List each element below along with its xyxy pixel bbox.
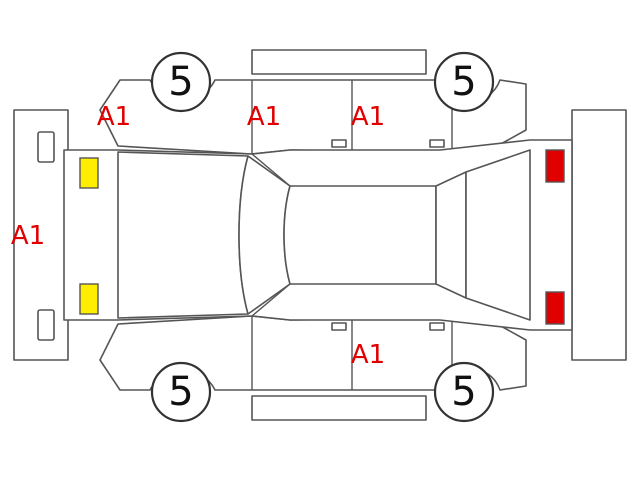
mark-right-rear-door: A1 [351, 340, 385, 370]
wheel-rear-left[interactable]: 5 [433, 51, 495, 113]
trunk-lid[interactable] [465, 149, 531, 321]
wheel-rear-left-score: 5 [451, 59, 476, 105]
wheel-front-right-score: 5 [168, 369, 193, 415]
left-rear-door-handle [429, 139, 445, 148]
mark-left-rear-door: A1 [351, 102, 385, 132]
front-headlight-left [79, 157, 99, 189]
wheel-front-left-score: 5 [168, 59, 193, 105]
wheel-front-left[interactable]: 5 [150, 51, 212, 113]
rear-bumper[interactable] [571, 109, 627, 361]
roof-rail-top[interactable] [251, 49, 427, 75]
right-rear-door-handle [429, 322, 445, 331]
roof-rail-bottom[interactable] [251, 395, 427, 421]
wheel-front-right[interactable]: 5 [150, 361, 212, 423]
mark-left-front-door: A1 [247, 102, 281, 132]
front-headlight-right [79, 283, 99, 315]
rear-taillight-right [545, 291, 565, 325]
front-bumper-fog-upper [37, 131, 55, 163]
wheel-rear-right-score: 5 [451, 369, 476, 415]
windshield-edge-top [251, 153, 291, 187]
left-front-door-handle [331, 139, 347, 148]
rear-taillight-left [545, 149, 565, 183]
wheel-rear-right[interactable]: 5 [433, 361, 495, 423]
right-front-door-handle [331, 322, 347, 331]
windshield-edge-bottom [251, 283, 291, 317]
mark-left-front-fender: A1 [97, 102, 131, 132]
front-bumper[interactable] [13, 109, 69, 361]
roof[interactable] [283, 185, 437, 285]
rear-window[interactable] [435, 171, 467, 299]
front-bumper-fog-lower [37, 309, 55, 341]
hood[interactable] [117, 151, 249, 319]
mark-front-bumper: A1 [11, 221, 45, 251]
